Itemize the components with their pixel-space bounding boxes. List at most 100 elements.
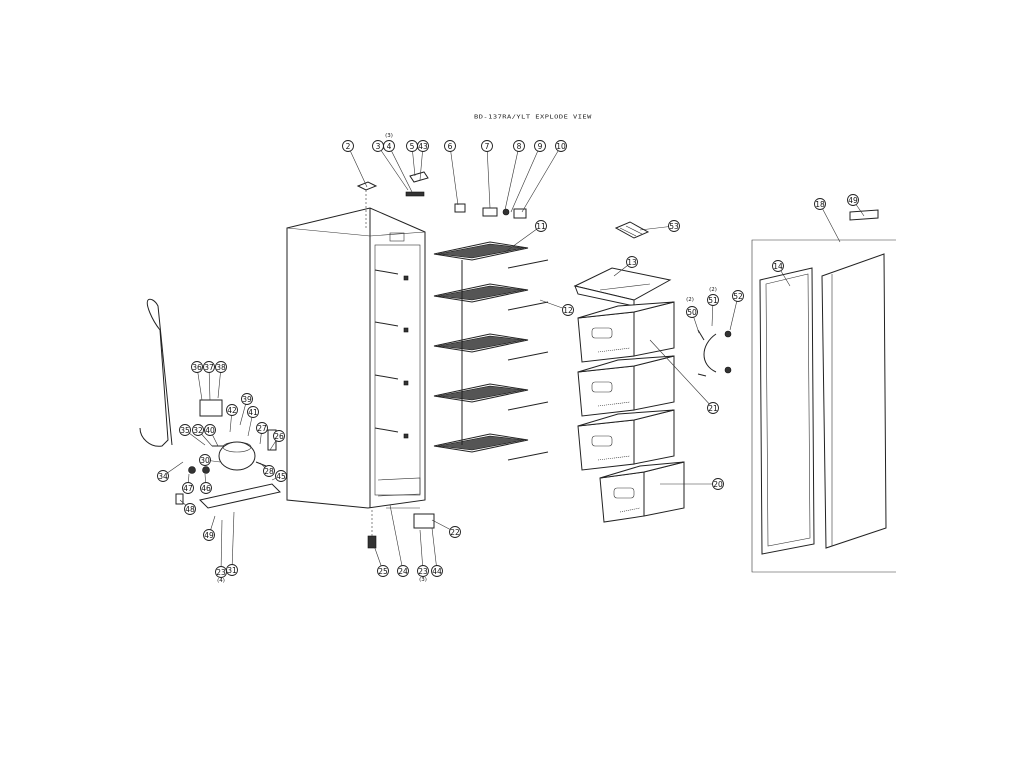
callout-8: 8 xyxy=(504,140,525,211)
callout-circle xyxy=(707,294,719,306)
callout-34: 34 xyxy=(157,461,184,482)
callout-21: 21 xyxy=(649,339,719,414)
freezer-drawers xyxy=(577,301,685,523)
callout-number: 5 xyxy=(410,142,415,151)
leader-line xyxy=(649,339,714,409)
callout-circle xyxy=(732,290,744,302)
callout-circle xyxy=(383,140,395,152)
callout-circle xyxy=(417,140,429,152)
callout-number: 49 xyxy=(204,531,214,540)
leader-line xyxy=(220,519,223,573)
bottom-components xyxy=(367,507,435,549)
callout-number: 47 xyxy=(183,484,193,493)
callout-44: 44 xyxy=(431,527,443,577)
callout-circle xyxy=(847,194,859,206)
callout-circle xyxy=(562,304,574,316)
callout-number: 46 xyxy=(201,484,211,493)
callout-5: 5 xyxy=(406,140,418,177)
callout-7: 7 xyxy=(481,140,493,209)
callout-27: 27 xyxy=(256,422,268,445)
callout-number: 40 xyxy=(205,426,215,435)
callout-13: 13 xyxy=(613,256,638,277)
callout-circle xyxy=(256,422,268,434)
leader-line xyxy=(510,145,541,213)
callout-14: 14 xyxy=(772,260,791,287)
top-components xyxy=(356,171,527,228)
leader-line xyxy=(819,203,841,243)
freezer-drawer xyxy=(599,461,685,523)
callout-circle xyxy=(397,565,409,577)
callout-number: 28 xyxy=(264,467,274,476)
callout-circle xyxy=(626,256,638,268)
callout-circle xyxy=(263,465,275,477)
callout-48: 48 xyxy=(179,499,196,515)
callout-number: 10 xyxy=(556,142,566,151)
callout-number: 14 xyxy=(773,262,783,271)
callout-30: 30 xyxy=(199,454,221,466)
callout-quantity: (3) xyxy=(385,133,393,139)
callout-circle xyxy=(342,140,354,152)
wire-shelf xyxy=(433,333,549,361)
callout-circle xyxy=(513,140,525,152)
wire-shelves xyxy=(433,241,549,461)
leader-line xyxy=(347,145,368,188)
callout-circle xyxy=(215,361,227,373)
callout-25: 25 xyxy=(371,539,389,577)
callout-50: 50(2) xyxy=(686,297,700,334)
callout-circle xyxy=(184,503,196,515)
callout-52: 52 xyxy=(729,290,744,331)
callout-40: 40 xyxy=(204,424,219,447)
callout-circle xyxy=(555,140,567,152)
freezer-drawer xyxy=(577,355,675,417)
callout-12: 12 xyxy=(539,299,574,316)
callout-circle xyxy=(157,470,169,482)
leader-line xyxy=(521,145,562,213)
callout-36: 36 xyxy=(191,361,203,401)
leader-line xyxy=(431,527,438,572)
callout-number: 37 xyxy=(204,363,214,372)
callout-number: 36 xyxy=(192,363,202,372)
callout-49: 49 xyxy=(847,194,865,217)
leader-line xyxy=(504,225,542,253)
callout-22: 22 xyxy=(431,519,461,538)
callout-circle xyxy=(535,220,547,232)
callout-circle xyxy=(772,260,784,272)
wire-shelf xyxy=(433,383,549,411)
callout-23a: 23(4) xyxy=(215,519,227,584)
callout-number: 12 xyxy=(563,306,573,315)
callout-circle xyxy=(199,454,211,466)
callout-20: 20 xyxy=(660,478,724,490)
callout-number: 52 xyxy=(733,292,743,301)
callout-circle xyxy=(275,470,287,482)
callout-number: 30 xyxy=(200,456,210,465)
callout-number: 32 xyxy=(193,426,203,435)
callout-circle xyxy=(481,140,493,152)
callout-39: 39 xyxy=(239,393,253,426)
top-tray xyxy=(573,267,672,307)
callout-6: 6 xyxy=(444,140,459,206)
callout-49b: 49 xyxy=(203,515,216,541)
callout-circle xyxy=(226,564,238,576)
callout-53: 53 xyxy=(639,220,680,232)
callout-38: 38 xyxy=(215,361,227,399)
callout-number: 6 xyxy=(448,142,453,151)
freezer-drawer xyxy=(577,409,675,471)
diagram-title: BD-137RA/YLT EXPLODE VIEW xyxy=(474,113,592,121)
callout-circle xyxy=(203,361,215,373)
callout-number: 35 xyxy=(180,426,190,435)
door-handle xyxy=(697,329,732,377)
callout-number: 25 xyxy=(378,567,388,576)
callout-number: 20 xyxy=(713,480,723,489)
callout-2: 2 xyxy=(342,140,368,188)
callout-number: 53 xyxy=(669,222,679,231)
callout-number: 43 xyxy=(418,142,428,151)
callout-number: 2 xyxy=(346,142,351,151)
callout-number: 3 xyxy=(376,142,381,151)
callout-quantity: (3) xyxy=(419,577,427,583)
callout-number: 41 xyxy=(248,408,258,417)
leader-line xyxy=(377,145,409,191)
callout-42: 42 xyxy=(226,404,238,433)
callout-51: 51(2) xyxy=(707,287,719,327)
